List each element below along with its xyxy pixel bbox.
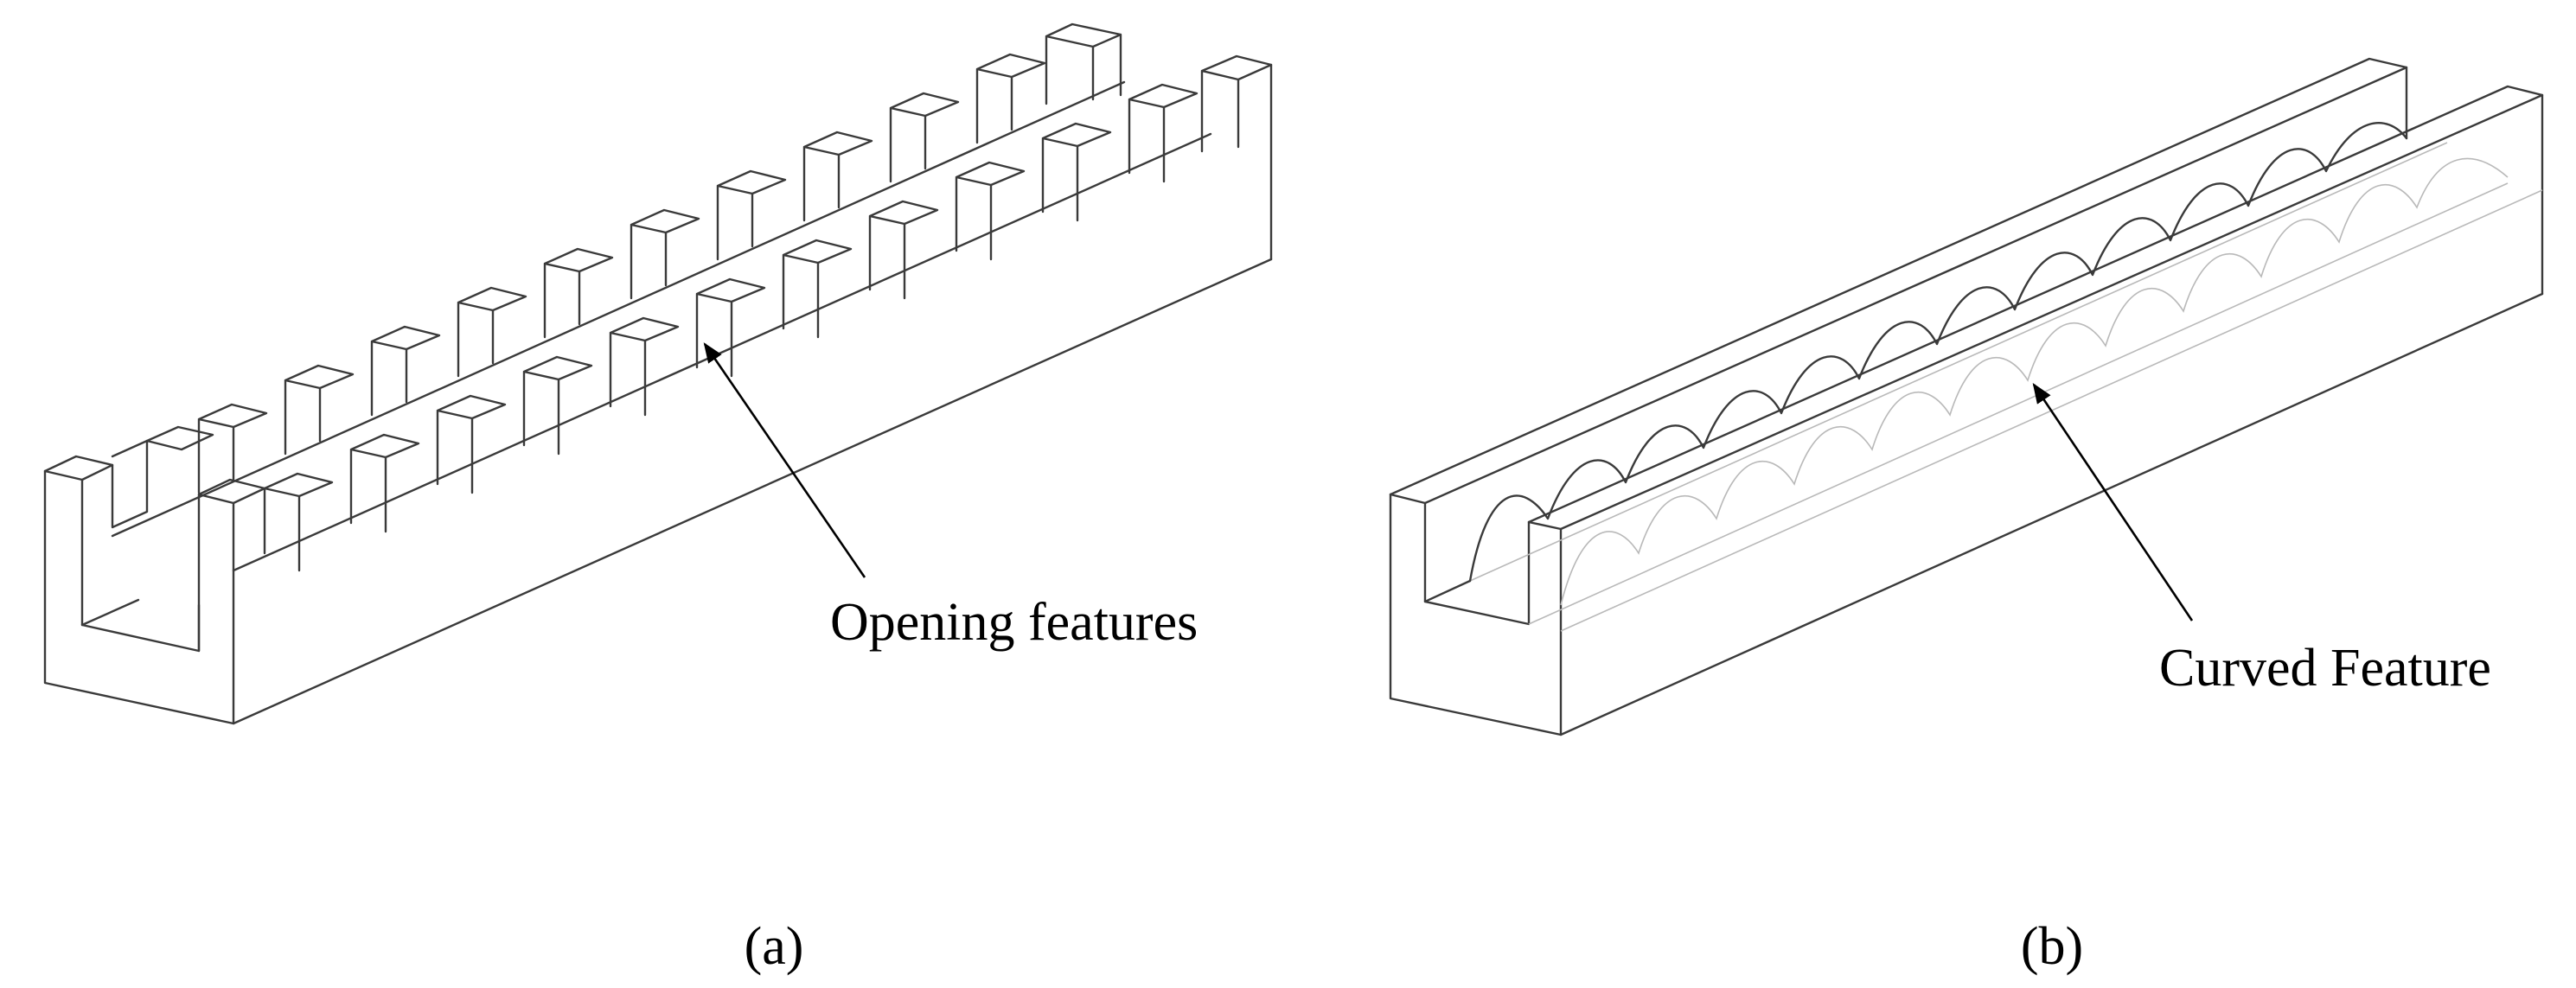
curved-feature-upper [1468, 122, 2408, 583]
channel-a-right-cap [197, 478, 266, 505]
channel-b-bottom-edge [1559, 292, 2544, 736]
near-wall-teeth [263, 54, 1273, 572]
channel-a-left-cap [43, 455, 114, 481]
far-wall-teeth [111, 22, 1122, 529]
opening-features-label: Opening features [830, 593, 1198, 652]
panel-b: Curved Feature (b) [1389, 57, 2544, 976]
channel-b-front-face [1389, 493, 1563, 736]
channel-b-floor-edge [1423, 579, 1472, 603]
channel-a-near-wall-base [232, 132, 1212, 572]
curved-feature-arrow [2032, 383, 2194, 621]
channel-a-body [43, 63, 1273, 725]
channel-b-body [1389, 57, 2544, 736]
channel-b-right-cap [1527, 85, 2544, 531]
panel-a: Opening features (a) [43, 22, 1273, 976]
opening-features-arrow [703, 342, 866, 578]
curved-feature-lower [1560, 157, 2509, 606]
channel-b-hidden-floor-2 [1469, 142, 2448, 582]
panel-b-caption: (b) [2021, 917, 2083, 976]
channel-b-left-cap [1389, 57, 2408, 505]
channel-a-floor-edge [80, 598, 140, 627]
channel-a-bottom-edge [232, 258, 1273, 725]
panel-a-caption: (a) [745, 917, 804, 976]
channel-a-front-face [43, 469, 235, 725]
channel-a-far-wall-base [111, 80, 1126, 538]
curved-feature-label: Curved Feature [2159, 639, 2491, 698]
channel-b-hidden-floor [1528, 182, 2509, 625]
